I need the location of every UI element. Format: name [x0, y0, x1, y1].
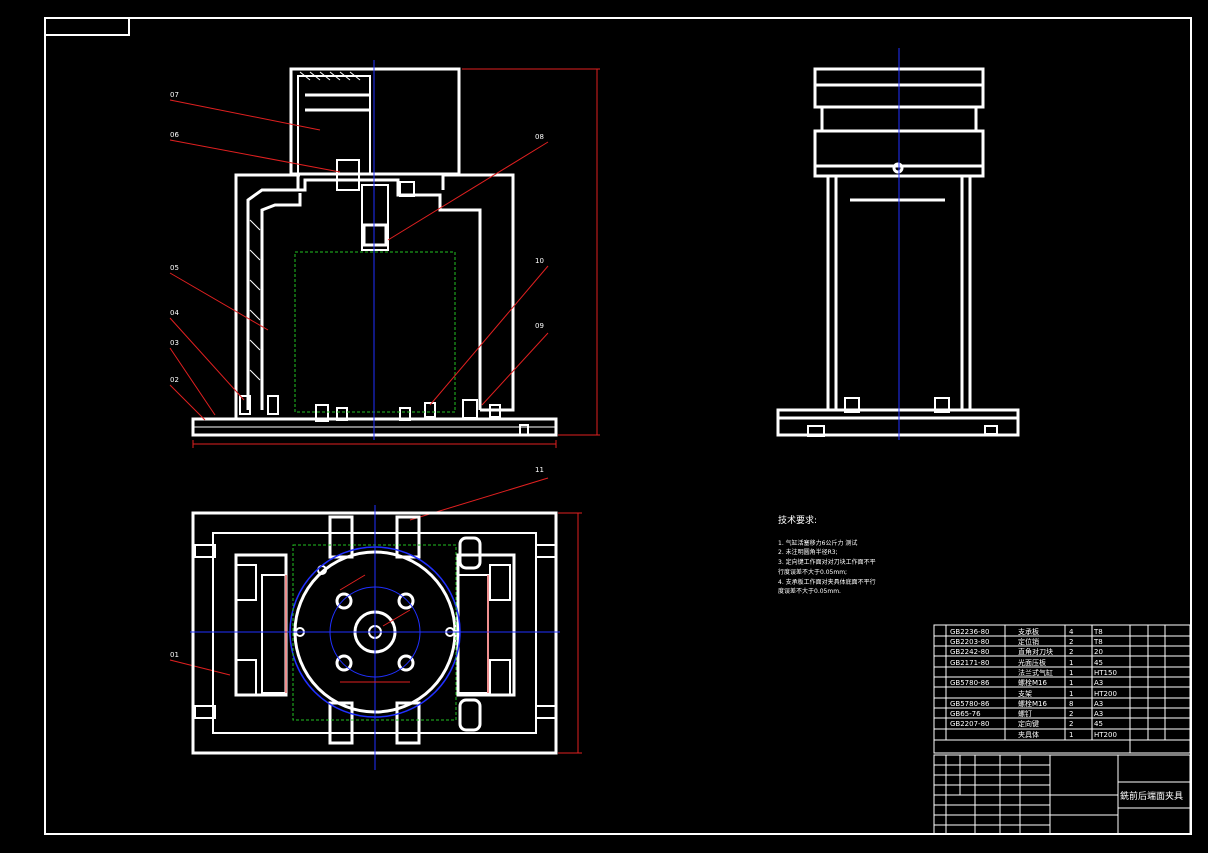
- bom-material: A3: [1094, 710, 1103, 718]
- bom-material: HT200: [1094, 731, 1117, 739]
- bom-name: 支承板: [1018, 627, 1039, 636]
- hatching: [249, 71, 361, 381]
- front-view: [191, 67, 558, 437]
- part-label: 06: [170, 131, 179, 139]
- bom-qty: 2: [1069, 648, 1073, 656]
- part-label: 04: [170, 309, 179, 317]
- bom-material: HT200: [1094, 690, 1117, 698]
- bom-material: HT150: [1094, 669, 1117, 677]
- part-label: 07: [170, 91, 179, 99]
- bom-name: 定位销: [1018, 637, 1039, 646]
- bom-name: 定向键: [1018, 719, 1039, 728]
- bom-qty: 1: [1069, 669, 1073, 677]
- bom-material: A3: [1094, 679, 1103, 687]
- title-block: [933, 754, 1191, 835]
- part-label: 01: [170, 651, 179, 659]
- dimensions-top: [285, 512, 582, 754]
- bom-material: 45: [1094, 720, 1103, 728]
- bom-code: GB2171-80: [950, 659, 989, 667]
- bom-code: GB5780-86: [950, 679, 990, 687]
- requirement-line: 行度误差不大于0.05mm;: [778, 568, 847, 576]
- side-view: [776, 67, 1020, 437]
- requirement-line: 2. 未注明圆角半径R3;: [778, 548, 838, 556]
- bom-qty: 2: [1069, 710, 1073, 718]
- part-label: 09: [535, 322, 544, 330]
- bom-name: 螺钉: [1018, 709, 1032, 718]
- bom-name: 支架: [1018, 689, 1032, 698]
- bom-material: T8: [1093, 628, 1103, 636]
- bom-qty: 2: [1069, 720, 1073, 728]
- bom-material: T8: [1093, 638, 1103, 646]
- bom-qty: 4: [1069, 628, 1074, 636]
- bom-qty: 1: [1069, 731, 1073, 739]
- requirements-heading: 技术要求:: [778, 514, 817, 526]
- part-label: 05: [170, 264, 179, 272]
- drawing-title: 銑前后端面夹具: [1120, 790, 1183, 802]
- bom-qty: 1: [1069, 690, 1073, 698]
- bom-material: A3: [1094, 700, 1103, 708]
- part-label: 10: [535, 257, 544, 265]
- bom-code: GB5780-86: [950, 700, 990, 708]
- bom-row-lines: [934, 635, 1190, 730]
- requirement-line: 3. 定向键工作面对对刀块工作面不平: [778, 558, 876, 566]
- bom-qty: 8: [1069, 700, 1073, 708]
- bom-code: GB2242-80: [950, 648, 989, 656]
- bom-code: GB2207-80: [950, 720, 989, 728]
- part-label: 08: [535, 133, 544, 141]
- drawing-number-box: [44, 17, 130, 36]
- part-labels: 07 06 08 05 04 03 02 10 09 11 01: [170, 91, 544, 659]
- requirement-line: 度误差不大于0.05mm.: [778, 587, 841, 595]
- part-label: 03: [170, 339, 179, 347]
- bom-material: 45: [1094, 659, 1103, 667]
- bom-name: 螺栓M16: [1018, 699, 1047, 708]
- part-label: 02: [170, 376, 179, 384]
- bom-table: [933, 624, 1191, 754]
- requirement-line: 1. 气缸活塞移力6公斤力 测试: [778, 539, 857, 547]
- bom-name: 螺栓M16: [1018, 678, 1047, 687]
- bom-name: 夹具体: [1018, 730, 1039, 739]
- bom-rows: GB2236-80 支承板 4 T8 GB2203-80 定位销 2 T8 GB…: [950, 627, 1117, 739]
- part-label: 11: [535, 466, 544, 474]
- leader-lines: [169, 99, 549, 676]
- requirement-line: 4. 支承板工作面对夹具体底面不平行: [778, 578, 876, 586]
- bom-code: GB2236-80: [950, 628, 989, 636]
- bom-name: 直角对刀块: [1018, 647, 1053, 656]
- workpiece-outline: [294, 251, 456, 413]
- bom-name: 法兰式气缸: [1018, 668, 1053, 677]
- sheet-border: [44, 17, 1192, 835]
- bom-material: 20: [1094, 648, 1103, 656]
- bom-qty: 1: [1069, 659, 1073, 667]
- bom-code: GB2203-80: [950, 638, 989, 646]
- bom-name: 光面压板: [1018, 658, 1046, 667]
- technical-requirements: 技术要求: 1. 气缸活塞移力6公斤力 测试 2. 未注明圆角半径R3; 3. …: [778, 514, 876, 595]
- bom-code: GB65-76: [950, 710, 981, 718]
- bom-qty: 2: [1069, 638, 1073, 646]
- bom-qty: 1: [1069, 679, 1073, 687]
- dimensions-front: [192, 68, 600, 448]
